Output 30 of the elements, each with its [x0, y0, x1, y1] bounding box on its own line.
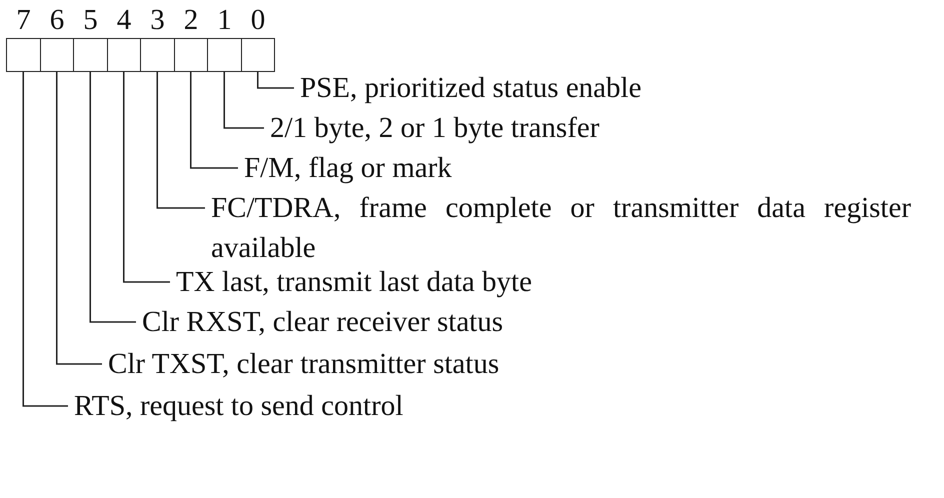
bit-description: PSE, prioritized status enable — [294, 68, 642, 108]
bit-number: 1 — [216, 5, 233, 35]
leader-line — [22, 72, 68, 407]
bit-cell — [40, 38, 74, 72]
leader-line — [257, 72, 294, 89]
bit-description: 2/1 byte, 2 or 1 byte transfer — [264, 108, 600, 148]
bit-cell — [207, 38, 242, 72]
bit-number: 2 — [182, 5, 200, 35]
bit-number: 5 — [82, 5, 99, 35]
bit-number: 6 — [48, 5, 66, 35]
bit-description: RTS, request to send control — [68, 386, 404, 426]
leader-line — [190, 72, 238, 169]
leader-line — [123, 72, 170, 283]
bit-number: 3 — [149, 5, 166, 35]
leader-line — [56, 72, 102, 365]
bit-description: F/M, flag or mark — [238, 148, 452, 188]
bit-number: 0 — [250, 5, 266, 35]
bit-cell — [140, 38, 174, 72]
bit-cell — [174, 38, 208, 72]
leader-line — [90, 72, 136, 323]
bit-cell — [73, 38, 108, 72]
bit-number: 7 — [15, 5, 32, 35]
leader-line — [156, 72, 205, 209]
bit-cell — [6, 38, 40, 72]
bit-description: Clr RXST, clear receiver status — [136, 302, 504, 342]
bit-number: 4 — [116, 5, 132, 35]
bit-cell — [106, 38, 141, 72]
leader-line — [224, 72, 264, 129]
bit-cell — [240, 38, 275, 72]
bit-description: Clr TXST, clear transmitter status — [102, 344, 500, 384]
